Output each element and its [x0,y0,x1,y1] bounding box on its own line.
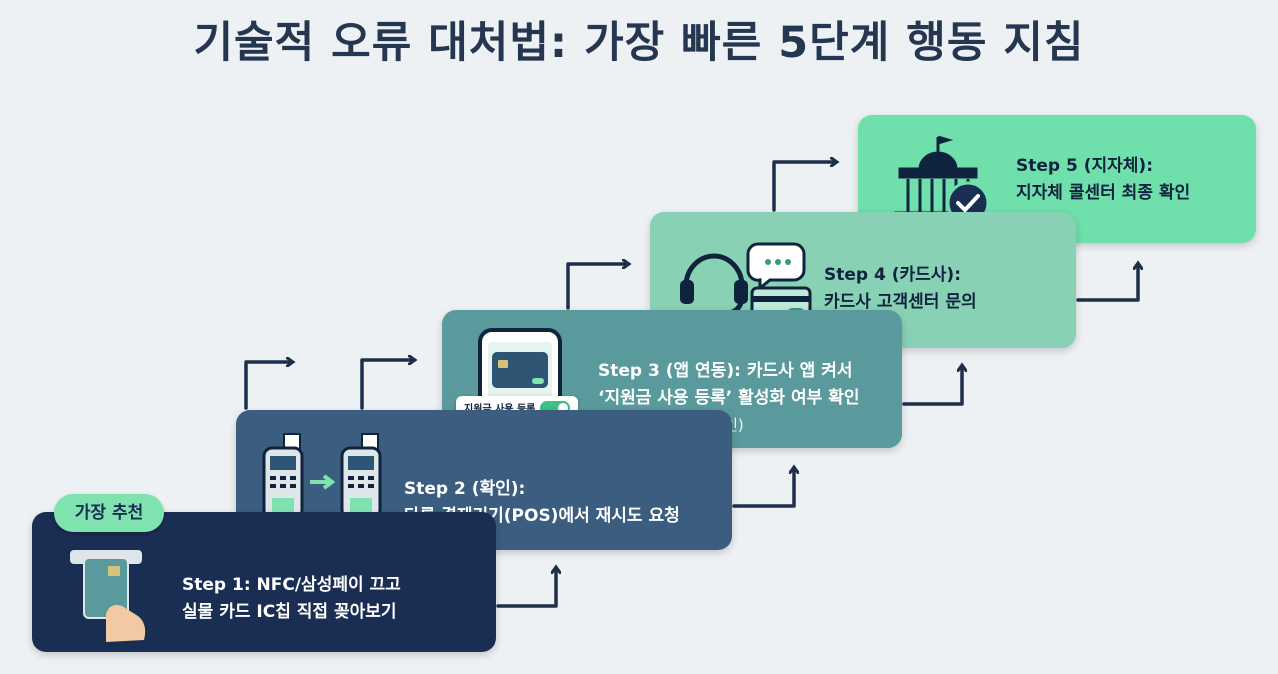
step2-line1: Step 2 (확인): [404,479,526,499]
step1-line2: 실물 카드 IC칩 직접 꽂아보기 [182,602,397,622]
arrow-right-3 [902,366,962,406]
step5-line2: 지자체 콜센터 최종 확인 [1016,183,1191,203]
pos-terminal-icon [262,433,382,520]
step4-line2: 카드사 고객센터 문의 [824,292,977,312]
arrow-to-step2 [244,362,292,410]
card-insert-icon [70,550,146,642]
arrow-right-2 [732,468,794,508]
step4-line1: Step 4 (카드사): [824,265,961,285]
step3-line2: ‘지원금 사용 등록’ 활성화 여부 확인 [598,388,860,408]
step1-card: Step 1: NFC/삼성페이 끄고 실물 카드 IC칩 직접 꽂아보기 [32,512,496,652]
arrow-right-1 [496,568,556,608]
step4-text: Step 4 (카드사): 카드사 고객센터 문의 [824,262,977,316]
toggle-label: 지원금 사용 등록 [464,400,535,415]
page-title: 기술적 오류 대처법: 가장 빠른 5단계 행동 지침 [193,18,1085,68]
step5-line1: Step 5 (지자체): [1016,156,1153,176]
arrow-to-step4 [566,264,628,310]
step1-text: Step 1: NFC/삼성페이 끄고 실물 카드 IC칩 직접 꽂아보기 [182,572,401,626]
arrow-to-step5 [772,162,836,212]
arrow-right-4 [1076,264,1138,302]
step5-text: Step 5 (지자체): 지자체 콜센터 최종 확인 [1016,153,1190,207]
step3-line1: Step 3 (앱 연동): 카드사 앱 켜서 [598,361,853,381]
recommended-badge: 가장 추천 [54,494,164,532]
step1-line1: Step 1: NFC/삼성페이 끄고 [182,575,401,595]
